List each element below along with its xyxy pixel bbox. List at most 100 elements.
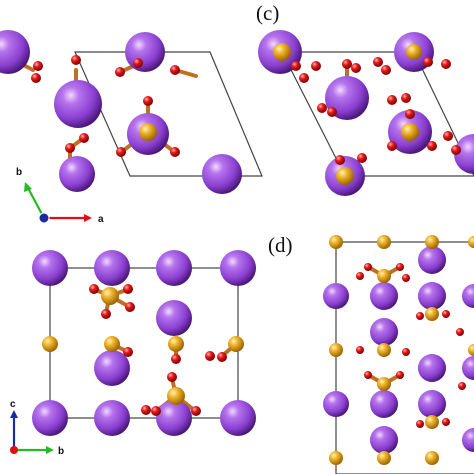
small-atom	[171, 354, 181, 364]
large-atom	[0, 30, 30, 74]
small-atoms	[291, 57, 461, 165]
small-atom	[101, 309, 111, 319]
large-atom	[156, 300, 192, 336]
large-atoms	[0, 30, 242, 194]
unit-cell-outline	[335, 241, 474, 474]
small-atom	[141, 405, 151, 415]
panel-bottom-right-structure	[323, 235, 474, 474]
small-atom	[123, 284, 133, 294]
a-axis-head	[84, 214, 92, 222]
medium-atom	[377, 451, 391, 465]
large-atom	[418, 354, 446, 382]
small-atom	[123, 347, 133, 357]
small-atom	[170, 147, 180, 157]
small-atom	[427, 141, 437, 151]
large-atom	[220, 400, 256, 436]
large-atoms	[323, 246, 474, 454]
medium-atom	[468, 344, 474, 356]
large-atom	[323, 391, 349, 417]
axis-label-a: a	[98, 214, 104, 225]
small-atom	[151, 406, 161, 416]
small-atom	[405, 109, 415, 119]
medium-atoms	[42, 287, 244, 405]
medium-atom	[167, 387, 185, 405]
medium-atom	[101, 287, 119, 305]
a-axis-dot	[10, 446, 18, 454]
bonds	[16, 60, 198, 165]
medium-atom	[377, 235, 391, 249]
axis-label-b-bottom: b	[58, 446, 64, 457]
small-atom	[456, 328, 464, 336]
b-axis-head	[24, 182, 32, 192]
medium-atom	[425, 415, 439, 429]
panel-bottom-left-structure	[32, 250, 256, 436]
small-atom	[441, 59, 451, 69]
large-atom	[370, 282, 398, 310]
small-atom	[356, 346, 364, 354]
medium-atom	[104, 336, 120, 352]
unit-cell-outline	[74, 51, 263, 177]
small-atom	[351, 63, 361, 73]
large-atom	[462, 428, 474, 452]
small-atom	[125, 302, 135, 312]
small-atom	[327, 107, 337, 117]
small-atom	[170, 65, 180, 75]
medium-atoms	[139, 123, 157, 141]
large-atom	[370, 390, 398, 418]
large-atom	[370, 426, 398, 454]
c-axis-dot	[38, 212, 50, 224]
medium-atoms	[273, 43, 422, 185]
large-atom	[94, 400, 130, 436]
small-atom	[402, 348, 410, 356]
small-atom	[205, 351, 215, 361]
large-atom	[323, 283, 349, 309]
large-atom	[59, 156, 95, 192]
small-atom	[443, 131, 453, 141]
small-atom	[89, 284, 99, 294]
medium-atom	[42, 336, 58, 352]
large-atom	[32, 250, 68, 286]
small-atom	[65, 143, 75, 153]
small-atom	[458, 382, 466, 390]
small-atom	[451, 145, 461, 155]
large-atom	[94, 350, 130, 386]
axis-label-c: c	[10, 399, 16, 410]
small-atom	[396, 371, 404, 379]
unit-cell-outline	[49, 267, 239, 419]
small-atom	[373, 57, 383, 67]
medium-atom	[336, 167, 354, 185]
large-atom	[418, 282, 446, 310]
small-atom	[71, 55, 81, 65]
panel-top-right-structure	[258, 30, 474, 196]
small-atom	[387, 95, 397, 105]
small-atom	[311, 61, 321, 71]
medium-atom	[425, 307, 439, 321]
small-atom	[143, 96, 153, 106]
large-atom	[370, 318, 398, 346]
small-atom	[442, 310, 450, 318]
small-atom	[356, 272, 364, 280]
medium-atom	[228, 336, 244, 352]
medium-atom	[377, 377, 391, 391]
panel-label-c: (c)	[256, 1, 279, 25]
small-atom	[33, 61, 43, 71]
small-atom	[442, 418, 450, 426]
small-atom	[299, 73, 309, 83]
small-atom	[364, 371, 372, 379]
medium-atom	[329, 235, 343, 249]
large-atom	[454, 134, 474, 174]
small-atom	[381, 65, 391, 75]
medium-atom	[273, 43, 291, 61]
small-atom	[167, 372, 177, 382]
large-atom	[156, 400, 192, 436]
medium-atom	[406, 44, 422, 60]
small-atom	[115, 67, 125, 77]
panel-label-d: (d)	[268, 233, 293, 257]
small-atom	[335, 155, 345, 165]
large-atom	[462, 284, 474, 308]
small-atom	[133, 58, 143, 68]
panel-top-left-structure	[0, 30, 263, 194]
small-atom	[191, 406, 201, 416]
large-atom	[156, 250, 192, 286]
